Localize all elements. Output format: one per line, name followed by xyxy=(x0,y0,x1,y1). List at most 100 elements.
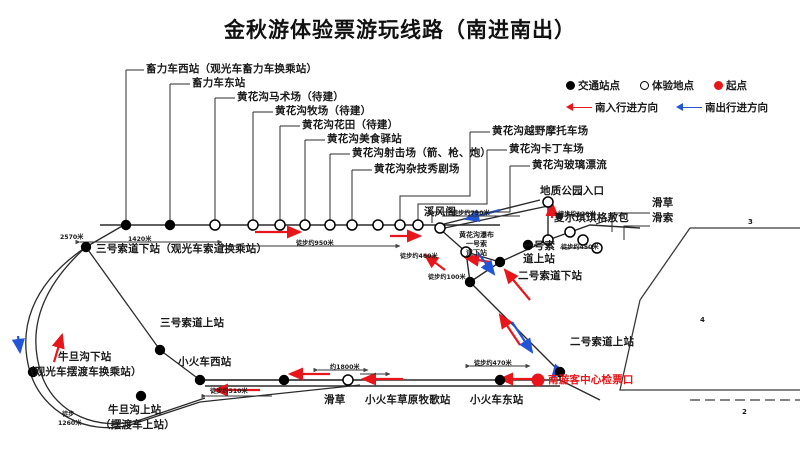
node-experience xyxy=(542,234,554,246)
node-experience xyxy=(394,219,406,231)
node-transport xyxy=(494,374,506,386)
legend-label-experience: 体验地点 xyxy=(652,79,694,92)
transport-station-nodes xyxy=(27,219,566,402)
node-transport xyxy=(522,239,534,251)
station-label-cableway3-lower: 三号索道下站（观光车索道换乘站） xyxy=(96,243,268,255)
distance-label-450: 徒步约450米 xyxy=(561,244,599,251)
station-label-niudangou-lower-sub: （观光车摆渡车换乘站） xyxy=(24,366,142,378)
distance-label-2570: 2570米 xyxy=(60,234,84,241)
route-right-chain xyxy=(439,199,641,401)
node-transport xyxy=(164,219,176,231)
station-label-train-west: 小火车西站 xyxy=(178,356,232,368)
station-label-train-grassland: 小火车草原牧歌站 xyxy=(365,394,451,406)
legend-directions-row: 南入行进方向 南出行进方向 xyxy=(566,96,798,118)
node-transport xyxy=(194,374,206,386)
node-transport xyxy=(554,366,566,378)
station-label-waterfall: 黄花沟瀑布 xyxy=(459,231,494,239)
station-label-cableway1-upper-line2: 道上站 xyxy=(523,253,556,265)
callout-label-geopark-entrance: 地质公园入口 xyxy=(540,185,605,197)
station-label-cableway1-upper-line1: 一号索 xyxy=(523,240,556,252)
blue-arrow-left-icon xyxy=(676,103,702,112)
legend-item-experience: 体验地点 xyxy=(640,78,694,93)
callout-label-zipline: 滑索 xyxy=(652,212,674,224)
callout-label-food-station: 黄花沟美食驿站 xyxy=(327,133,402,145)
station-label-grass-skiing: 滑草 xyxy=(324,394,346,406)
callout-label-karting: 黄花沟卡丁车场 xyxy=(509,143,584,155)
node-experience xyxy=(372,219,384,231)
region-mark-3: 3 xyxy=(748,218,753,226)
node-experience xyxy=(412,219,424,231)
distance-label-470: 徒步约470米 xyxy=(474,360,512,367)
open-circle-icon xyxy=(640,80,649,90)
legend-item-transport: 交通站点 xyxy=(566,78,620,93)
distance-label-790: 徒步约790米 xyxy=(452,210,490,217)
node-transport xyxy=(120,219,132,231)
station-label-cableway2-lower: 二号索道下站 xyxy=(518,270,583,282)
node-experience xyxy=(577,234,589,246)
legend-label-direction-out: 南出行进方向 xyxy=(705,101,768,114)
station-label-niudangou-upper: 牛旦沟上站 xyxy=(108,404,162,416)
node-transport xyxy=(464,276,476,288)
dimension-lines xyxy=(75,215,600,399)
callout-label-xuliche-east: 畜力车东站 xyxy=(192,77,246,89)
station-label-niudangou-lower: 牛旦沟下站 xyxy=(58,351,112,363)
station-label-cableway3-upper: 三号索道上站 xyxy=(160,317,225,329)
distance-label-460: 徒步约460米 xyxy=(400,253,438,260)
distance-label-510: 徒步约510米 xyxy=(210,388,248,395)
distance-label-950: 徒步约950米 xyxy=(296,240,334,247)
node-experience xyxy=(324,219,336,231)
distance-label-100: 徒步约100米 xyxy=(428,274,466,281)
node-experience xyxy=(274,219,286,231)
station-label-cableway1-lower-line1: 一号索 xyxy=(466,240,487,248)
legend-label-transport: 交通站点 xyxy=(578,79,620,92)
station-label-niudangou-upper-sub: （摆渡车上站） xyxy=(100,419,175,431)
node-experience xyxy=(564,226,576,238)
station-label-obo: 夏尔琪琪格敖包 xyxy=(554,212,629,224)
legend-label-direction-in: 南入行进方向 xyxy=(595,101,658,114)
node-experience xyxy=(434,222,446,234)
node-transport xyxy=(494,256,506,268)
node-experience xyxy=(460,246,472,258)
distance-label-tubu: 徒步 xyxy=(62,411,75,418)
legend-label-start: 起点 xyxy=(726,79,747,92)
callout-leader-lines xyxy=(125,69,650,240)
legend-item-direction-in: 南入行进方向 xyxy=(566,100,658,115)
legend-markers-row: 交通站点 体验地点 起点 xyxy=(566,74,798,96)
callout-label-flower-field: 黄花沟花田（待建） xyxy=(302,119,399,131)
legend: 交通站点 体验地点 起点 南入行进方向 南出行进方向 xyxy=(566,74,798,118)
node-experience xyxy=(209,219,221,231)
distance-label-1420: 1420米 xyxy=(128,236,152,243)
node-transport xyxy=(80,241,92,253)
distance-label-1260: 1260米 xyxy=(58,420,82,427)
page-title: 金秋游体验票游玩线路（南进南出） xyxy=(224,18,576,42)
callout-label-shooting-range: 黄花沟射击场（箭、枪、炮） xyxy=(352,147,492,159)
callout-label-grass-skiing-right: 滑草 xyxy=(652,197,674,209)
distance-label-120: 徒步约120米 xyxy=(558,211,596,218)
route-bottom-spine xyxy=(200,379,560,387)
filled-red-dot-icon xyxy=(714,80,723,90)
callout-label-glass-rafting: 黄花沟玻璃漂流 xyxy=(532,159,607,171)
node-transport xyxy=(154,344,166,356)
callout-label-offroad-moto: 黄花沟越野摩托车场 xyxy=(492,125,589,137)
start-point-node xyxy=(531,373,545,387)
node-experience xyxy=(299,219,311,231)
node-transport xyxy=(135,390,147,402)
filled-black-dot-icon xyxy=(566,80,575,90)
node-experience xyxy=(542,196,554,208)
node-transport xyxy=(27,366,39,378)
legend-item-start: 起点 xyxy=(714,78,747,93)
distance-label-1800: 约1800米 xyxy=(330,364,360,371)
node-experience xyxy=(591,242,603,254)
region-mark-2: 2 xyxy=(742,408,747,416)
experience-nodes xyxy=(209,196,603,386)
red-arrow-left-icon xyxy=(566,103,592,112)
region-mark-4: 4 xyxy=(700,316,705,324)
station-label-cableway2-upper: 二号索道上站 xyxy=(570,336,635,348)
station-label-south-visitor-center: 南游客中心检票口 xyxy=(548,374,634,386)
node-transport xyxy=(278,374,290,386)
callout-label-ranch: 黄花沟牧场（待建） xyxy=(275,105,372,117)
callout-label-equestrian: 黄花沟马术场（待建） xyxy=(237,91,344,103)
station-label-cableway1-lower-line2: 道下站 xyxy=(466,249,487,257)
legend-item-direction-out: 南出行进方向 xyxy=(676,100,768,115)
